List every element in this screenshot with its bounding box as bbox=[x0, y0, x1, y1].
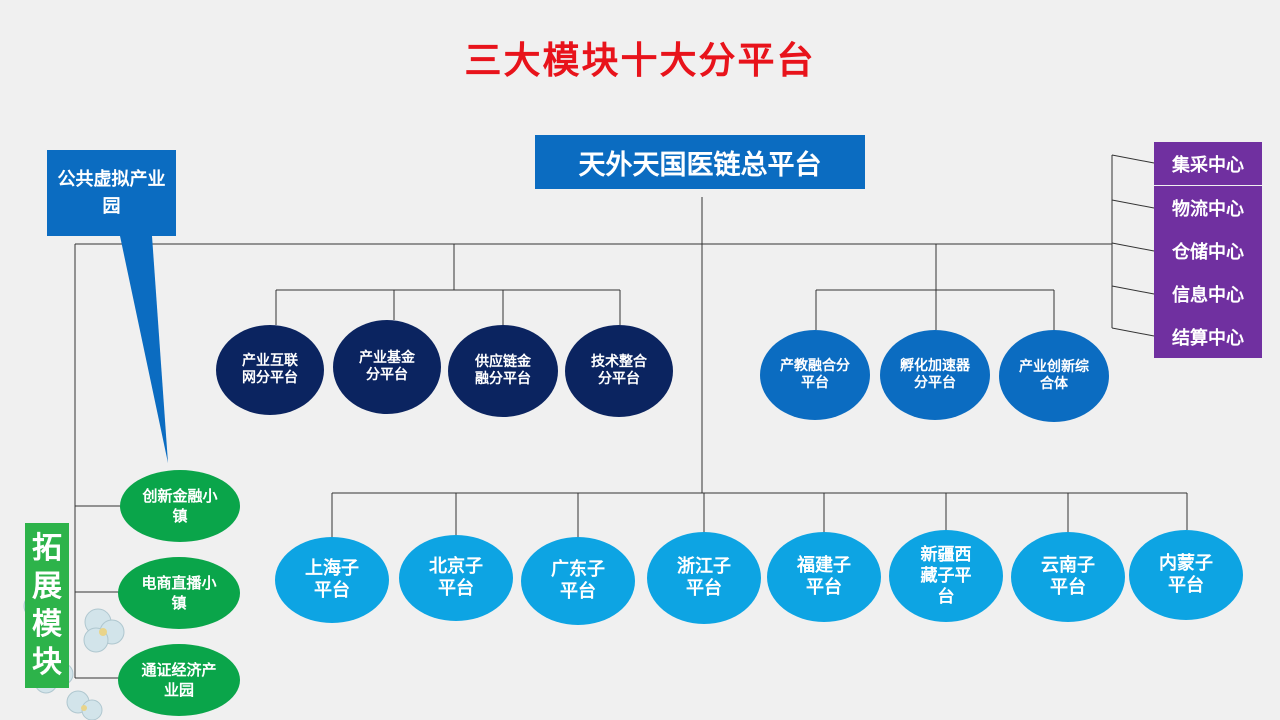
sub-platform-industry-fund[interactable]: 产业基金分平台 bbox=[333, 320, 441, 414]
sub-platform-industrial-internet[interactable]: 产业互联网分平台 bbox=[216, 325, 324, 415]
public-virtual-park-box[interactable]: 公共虚拟产业园 bbox=[47, 150, 176, 236]
expand-char: 模 bbox=[32, 606, 62, 642]
regional-platform-zhejiang[interactable]: 浙江子平台 bbox=[647, 532, 761, 624]
regional-platform-shanghai[interactable]: 上海子平台 bbox=[275, 537, 389, 623]
expand-char: 展 bbox=[32, 568, 62, 604]
regional-platform-guangdong[interactable]: 广东子平台 bbox=[521, 537, 635, 625]
town-token-economy-park[interactable]: 通证经济产业园 bbox=[118, 644, 240, 716]
regional-platform-yunnan[interactable]: 云南子平台 bbox=[1011, 532, 1125, 622]
expand-module-box[interactable]: 拓 展 模 块 bbox=[25, 523, 69, 688]
sub-platform-incubator[interactable]: 孵化加速器分平台 bbox=[880, 330, 990, 420]
page-title: 三大模块十大分平台 bbox=[464, 39, 816, 82]
regional-platform-xinjiang-tibet[interactable]: 新疆西藏子平台 bbox=[889, 530, 1003, 622]
center-warehouse[interactable]: 仓储中心 bbox=[1154, 229, 1262, 272]
expand-char: 拓 bbox=[32, 530, 62, 566]
expand-char: 块 bbox=[32, 644, 62, 680]
sub-platform-innovation-complex[interactable]: 产业创新综合体 bbox=[999, 330, 1109, 422]
sub-platform-industry-education[interactable]: 产教融合分平台 bbox=[760, 330, 870, 420]
regional-platform-beijing[interactable]: 北京子平台 bbox=[399, 535, 513, 621]
sub-platform-supply-chain-finance[interactable]: 供应链金融分平台 bbox=[448, 325, 558, 417]
center-settlement[interactable]: 结算中心 bbox=[1154, 315, 1262, 358]
sub-platform-tech-integration[interactable]: 技术整合分平台 bbox=[565, 325, 673, 417]
town-innovation-finance[interactable]: 创新金融小镇 bbox=[120, 470, 240, 542]
callout-pointer bbox=[120, 236, 168, 463]
center-logistics[interactable]: 物流中心 bbox=[1154, 186, 1262, 229]
town-ecommerce-live[interactable]: 电商直播小镇 bbox=[118, 557, 240, 629]
regional-platform-fujian[interactable]: 福建子平台 bbox=[767, 532, 881, 622]
regional-platform-inner-mongolia[interactable]: 内蒙子平台 bbox=[1129, 530, 1243, 620]
main-platform-box[interactable]: 天外天国医链总平台 bbox=[535, 135, 865, 189]
center-information[interactable]: 信息中心 bbox=[1154, 272, 1262, 315]
center-procurement[interactable]: 集采中心 bbox=[1154, 142, 1262, 185]
